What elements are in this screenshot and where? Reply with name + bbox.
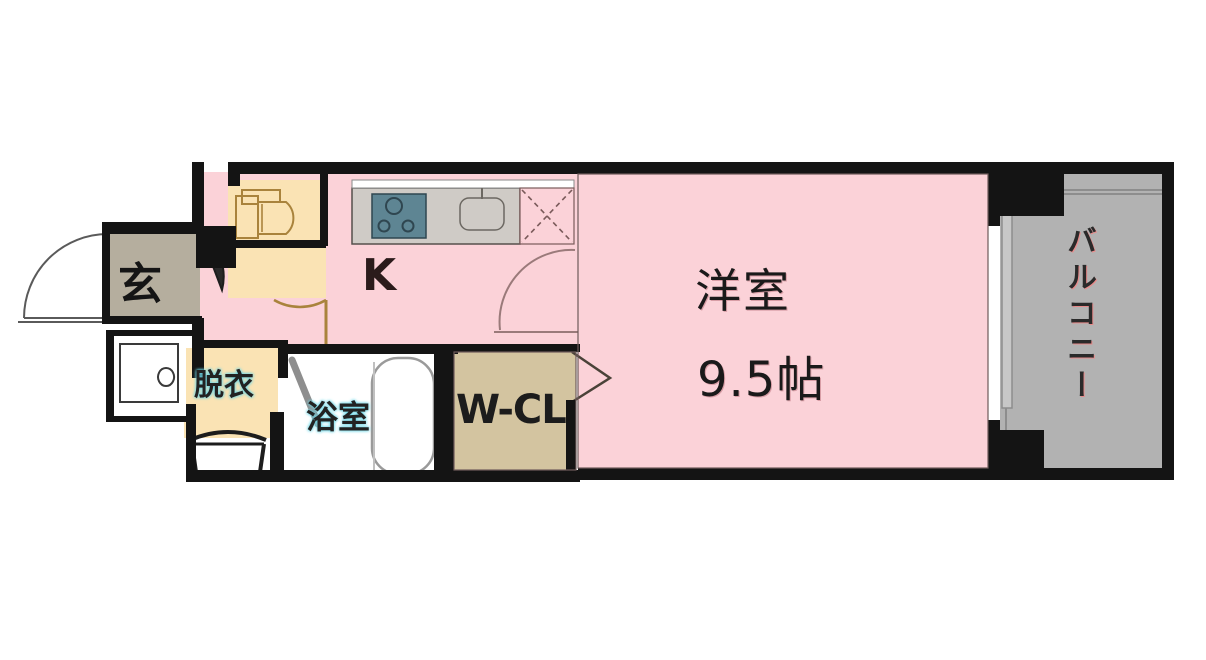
outline-yoshitsu bbox=[577, 173, 989, 469]
room-fill-walkin bbox=[452, 352, 576, 480]
room-door-swing bbox=[498, 248, 576, 331]
thin-outlines bbox=[453, 173, 989, 471]
gas-stove-two-burner bbox=[371, 193, 427, 239]
room-fill-balcony bbox=[1000, 172, 1170, 480]
closet-folding-door bbox=[571, 350, 613, 404]
wall-balcony-black-block bbox=[994, 170, 1064, 216]
wall-room-balcony-top bbox=[988, 162, 1000, 226]
stove-burner-small-left bbox=[377, 219, 391, 233]
toilet-tank bbox=[235, 195, 259, 239]
wall-balcony-right bbox=[1162, 162, 1174, 480]
wall-genkan-bottom bbox=[102, 316, 202, 324]
wall-wcl-left bbox=[440, 344, 454, 480]
bathtub bbox=[370, 356, 436, 476]
kitchen-sink bbox=[459, 197, 505, 231]
wall-room-balcony-bottom bbox=[988, 420, 1000, 480]
wall-hall-bottom-left bbox=[192, 340, 204, 348]
balcony-door-track bbox=[1001, 197, 1013, 409]
wall-top-left-stub bbox=[228, 162, 240, 186]
bathroom-sliding-door bbox=[288, 356, 322, 428]
counter-backsplash bbox=[351, 179, 575, 189]
basin-counter bbox=[189, 430, 267, 442]
wall-washer-left bbox=[106, 330, 114, 422]
wall-genkan-left bbox=[102, 222, 110, 322]
washer-drain bbox=[157, 367, 176, 387]
room-fill-yoshitsu bbox=[578, 172, 988, 480]
toilet-fixture bbox=[235, 189, 295, 239]
wall-left-lower bbox=[186, 404, 196, 482]
walls bbox=[102, 162, 1174, 482]
stove-burner-large bbox=[385, 197, 403, 215]
room-fill-genkan bbox=[108, 228, 200, 320]
wall-washer-bottom bbox=[106, 416, 192, 422]
washing-machine-space bbox=[119, 343, 179, 403]
wall-bath-left bbox=[278, 344, 288, 378]
wall-toilet-right bbox=[320, 174, 328, 246]
wall-bath-top bbox=[278, 344, 458, 354]
wall-wcl-bottom bbox=[440, 470, 580, 482]
entrance-door-swing bbox=[23, 233, 109, 319]
wall-toilet-bottom bbox=[228, 240, 326, 248]
stove-burner-small-right bbox=[401, 219, 415, 233]
wall-genkan-top bbox=[102, 222, 202, 234]
wall-washer-top bbox=[106, 330, 192, 336]
wall-left-upper bbox=[192, 162, 204, 232]
toilet-bowl bbox=[257, 201, 295, 235]
bathtub-outline bbox=[370, 356, 436, 476]
wall-balcony-black-block-bottom bbox=[994, 430, 1044, 480]
wall-datsui-top bbox=[192, 340, 288, 348]
wall-bath-bottom bbox=[186, 470, 448, 482]
wall-wcl-top bbox=[440, 344, 580, 352]
kitchen-counter-group bbox=[351, 179, 575, 245]
kitchen-door-swing bbox=[273, 298, 327, 309]
wall-wcl-right-stub bbox=[566, 400, 576, 472]
wall-datsui-right bbox=[270, 412, 284, 482]
fridge-x-2 bbox=[521, 189, 573, 243]
wall-bottom-room bbox=[578, 468, 994, 480]
wall-top-main bbox=[228, 162, 994, 174]
outline-wcl bbox=[453, 351, 577, 471]
